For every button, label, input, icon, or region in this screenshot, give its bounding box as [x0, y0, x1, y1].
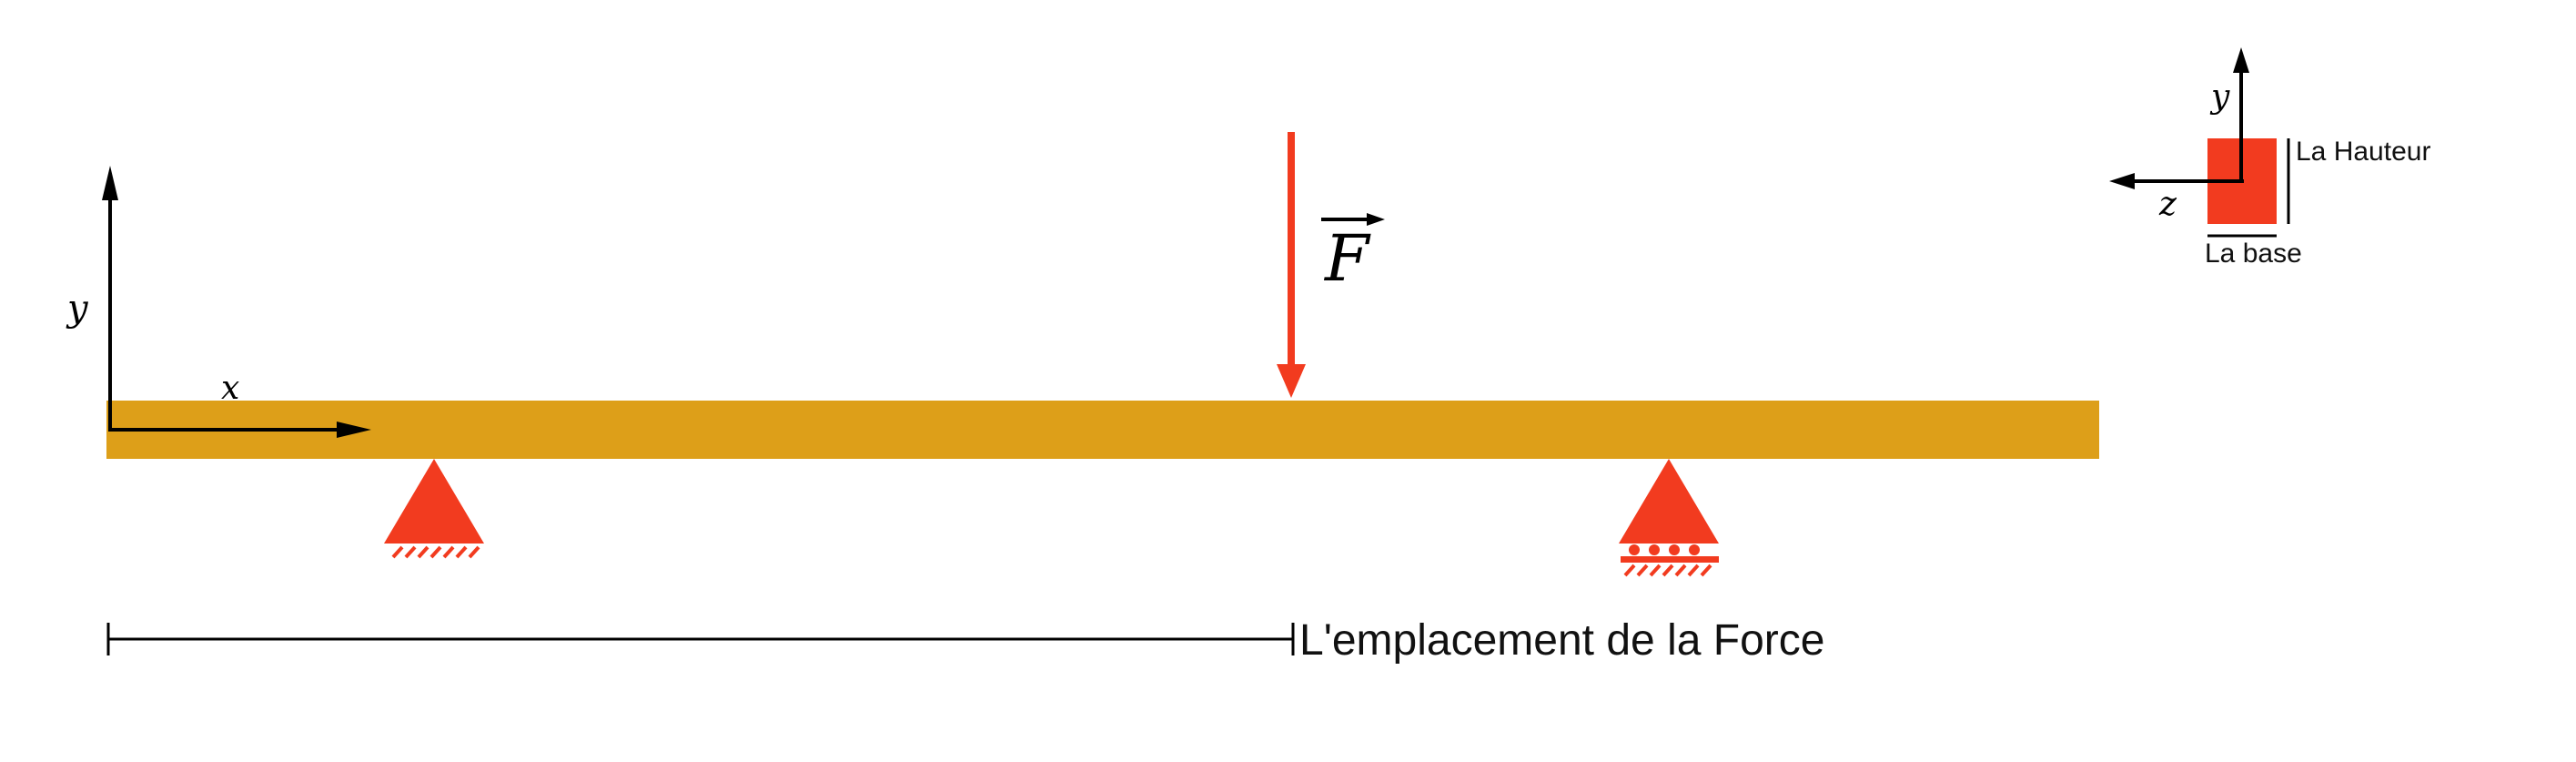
inset-z-arrowhead: [2109, 173, 2135, 189]
pinned-support-triangle: [384, 459, 484, 544]
base-label: La base: [2205, 239, 2302, 269]
y-axis-label: y: [66, 288, 89, 330]
cross-section-inset: y z La Hauteur La base: [2109, 47, 2430, 269]
y-axis-arrowhead: [102, 166, 118, 200]
pinned-support-ground-hatch: [391, 545, 480, 559]
main-axes: y x: [66, 166, 371, 438]
force-arrowhead: [1277, 364, 1306, 398]
x-axis-arrowhead: [337, 422, 371, 438]
force-location-dimension: L'emplacement de la Force: [106, 616, 1824, 665]
inset-y-arrowhead: [2233, 47, 2249, 73]
beam: [106, 401, 2099, 459]
roller-support-triangle: [1619, 459, 1719, 544]
roller-support-base: [1621, 556, 1719, 563]
roller-support: [1619, 459, 1719, 577]
pinned-support: [384, 459, 484, 559]
force-symbol: F: [1323, 221, 1371, 296]
inset-y-label: y: [2209, 78, 2230, 116]
inset-z-label: z: [2158, 186, 2177, 223]
roller-support-ground-hatch: [1623, 564, 1712, 577]
height-label: La Hauteur: [2296, 137, 2430, 167]
dimension-label: L'emplacement de la Force: [1299, 616, 1824, 665]
roller-support-rollers: [1629, 544, 1700, 555]
applied-force: F: [1277, 132, 1385, 398]
x-axis-label: x: [221, 370, 239, 407]
force-vector-bar-head: [1367, 213, 1385, 226]
